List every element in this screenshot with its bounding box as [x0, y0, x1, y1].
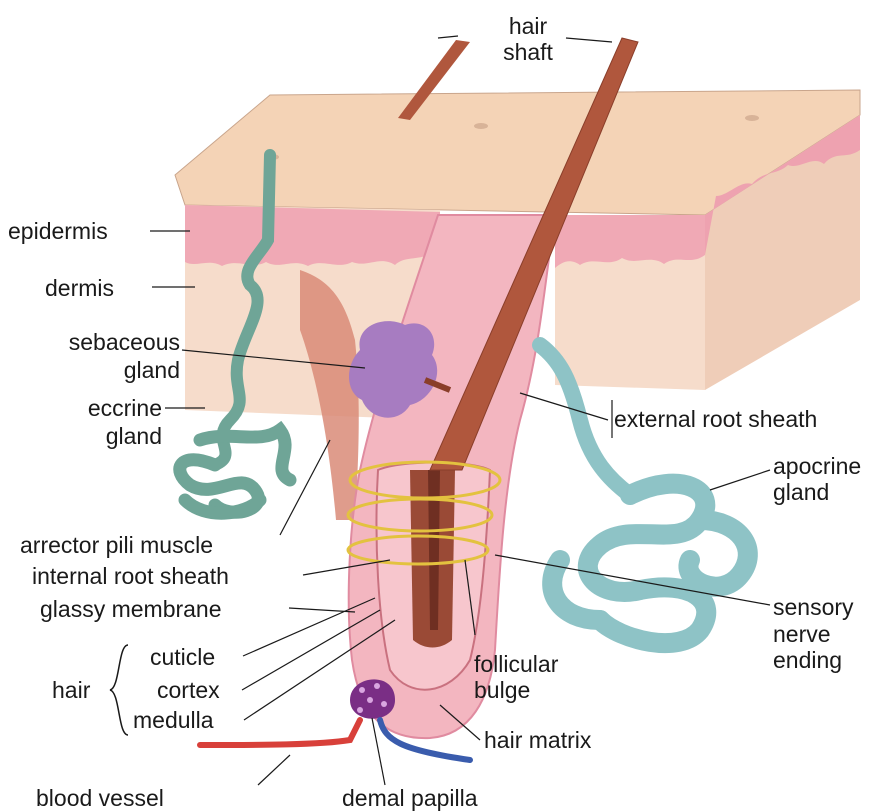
label-sensory-line3: ending	[773, 648, 842, 672]
label-external-root-sheath: external root sheath	[614, 407, 817, 431]
pore	[474, 123, 488, 129]
artery	[200, 720, 360, 745]
label-apocrine-line2: gland	[773, 480, 829, 504]
eccrine-coil	[180, 430, 290, 513]
label-hair-group: hair	[52, 678, 90, 702]
label-sebaceous-line1: sebaceous	[40, 330, 180, 354]
label-hair-shaft-line1: hair	[488, 14, 568, 38]
pore	[745, 115, 759, 121]
label-cortex: cortex	[157, 678, 220, 702]
label-dermis: dermis	[45, 276, 114, 300]
label-medulla: medulla	[133, 708, 214, 732]
label-internal-root-sheath: internal root sheath	[32, 564, 229, 588]
epidermis-band	[185, 205, 440, 266]
label-follicular-line1: follicular	[474, 652, 558, 676]
label-glassy-membrane: glassy membrane	[40, 597, 222, 621]
label-hair-shaft-line2: shaft	[488, 40, 568, 64]
label-epidermis: epidermis	[8, 219, 108, 243]
label-cuticle: cuticle	[150, 645, 215, 669]
label-sensory-line1: sensory	[773, 595, 854, 619]
hair-brace	[110, 645, 128, 735]
label-follicular-line2: bulge	[474, 678, 530, 702]
label-demal-papilla: demal papilla	[342, 786, 478, 810]
label-sensory-line2: nerve	[773, 622, 831, 646]
label-arrector-pili-muscle: arrector pili muscle	[20, 533, 213, 557]
label-apocrine-line1: apocrine	[773, 454, 861, 478]
label-blood-vessel: blood vessel	[36, 786, 164, 810]
label-eccrine-line2: gland	[40, 424, 162, 448]
hair-medulla-shape	[428, 470, 440, 630]
apocrine-coil	[552, 484, 748, 643]
label-hair-matrix: hair matrix	[484, 728, 591, 752]
label-eccrine-line1: eccrine	[40, 396, 162, 420]
label-sebaceous-line2: gland	[40, 358, 180, 382]
